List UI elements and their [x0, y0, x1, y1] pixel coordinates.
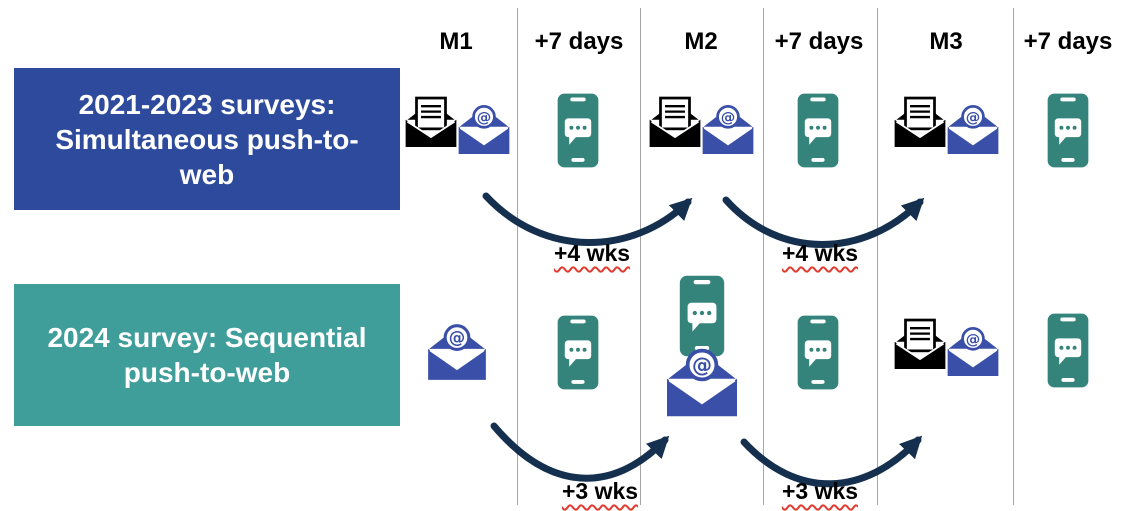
row1-label-simultaneous: 2021-2023 surveys: Simultaneous push-to-… [14, 68, 400, 210]
column-header-7days-1: +7 days [534, 28, 624, 55]
row2-m3-mail-and-email-icons [891, 318, 1003, 382]
row1-interval-label-1: +4 wks [553, 240, 631, 266]
letter-envelope-icon [891, 318, 949, 371]
column-divider [877, 8, 878, 505]
column-header-m2: M2 [684, 28, 718, 55]
row1-m1-mail-and-email-icons [402, 96, 514, 160]
column-header-7days-3: +7 days [1023, 28, 1113, 55]
sms-phone-icon [796, 314, 840, 391]
column-divider [640, 8, 641, 505]
row1-arrow-m2-to-m3 [722, 196, 925, 248]
row2-label-sequential: 2024 survey: Sequential push-to-web [14, 284, 400, 426]
column-header-m1: M1 [439, 28, 473, 55]
column-divider [763, 8, 764, 505]
sms-phone-icon [1046, 92, 1090, 169]
email-envelope-icon [699, 103, 757, 156]
letter-envelope-icon [646, 96, 704, 149]
row2-interval-label-1: +3 wks [561, 478, 639, 504]
sms-phone-icon [556, 92, 600, 169]
email-envelope-icon [455, 103, 513, 156]
sms-phone-icon [1046, 312, 1090, 389]
row1-m3-mail-and-email-icons [891, 96, 1003, 160]
letter-envelope-icon [891, 96, 949, 149]
column-header-7days-2: +7 days [774, 28, 864, 55]
email-envelope-icon [662, 346, 742, 419]
email-envelope-icon [944, 103, 1002, 156]
sms-phone-icon [556, 314, 600, 391]
email-envelope-icon [944, 325, 1002, 378]
column-header-m3: M3 [929, 28, 963, 55]
row1-m2-mail-and-email-icons [646, 96, 758, 160]
sms-phone-icon [796, 92, 840, 169]
row1-interval-label-2: +4 wks [781, 240, 859, 266]
column-divider [1013, 8, 1014, 505]
email-envelope-icon [424, 322, 490, 382]
row2-interval-label-2: +3 wks [781, 478, 859, 504]
column-divider [517, 8, 518, 505]
letter-envelope-icon [402, 96, 460, 149]
